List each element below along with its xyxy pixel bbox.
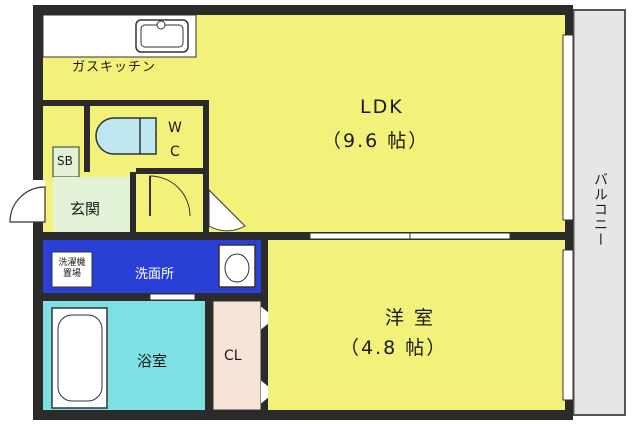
washer-label: 洗濯機 置場: [58, 258, 86, 279]
western-label: 洋 室: [385, 307, 436, 329]
western-size-label: （4.8 帖）: [340, 337, 448, 359]
bath-door: [149, 293, 196, 301]
wc-w-label: W: [168, 120, 182, 136]
window-western: [562, 249, 574, 401]
wc-door: [149, 175, 191, 217]
window-ldk: [562, 34, 574, 221]
balcony-area: [572, 9, 626, 416]
entrance-room: [53, 177, 130, 232]
hall-door: [208, 188, 246, 232]
entrance-label: 玄関: [70, 200, 101, 218]
western-room: [268, 240, 565, 410]
ldk-label: LDK: [360, 96, 404, 118]
shoebox: [52, 146, 80, 178]
ldk-size-label: （9.6 帖）: [322, 130, 430, 152]
wc-c-label: C: [170, 144, 180, 160]
washroom-label: 洗面所: [135, 267, 175, 282]
sink-icon: [135, 19, 189, 53]
closet-label: CL: [224, 348, 242, 364]
entrance-door: [9, 186, 46, 223]
closet: [212, 300, 262, 411]
sb-label: SB: [57, 154, 73, 168]
balcony-label: バルコニー: [592, 172, 608, 247]
bathroom-label: 浴室: [137, 352, 168, 370]
kitchen-label: ガスキッチン: [72, 60, 157, 75]
washer-spot: [51, 251, 93, 288]
